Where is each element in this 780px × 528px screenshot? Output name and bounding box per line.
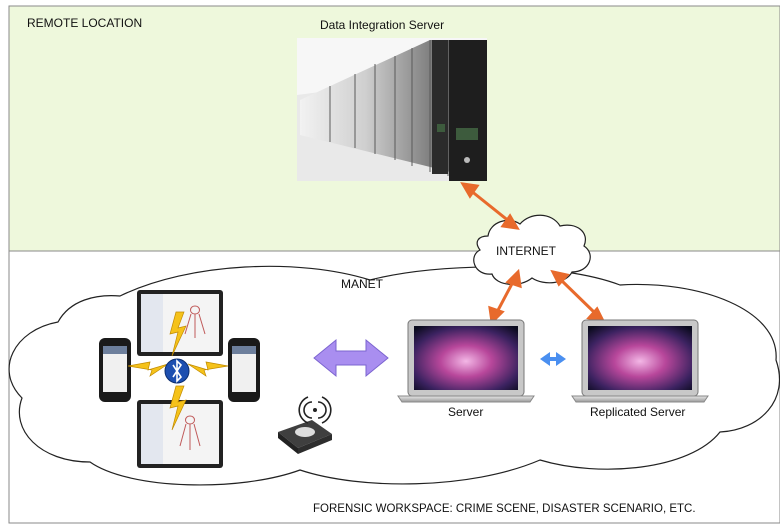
phone-left-icon bbox=[99, 338, 131, 402]
internet-cloud-icon bbox=[473, 214, 591, 285]
replicated-server-label: Replicated Server bbox=[590, 405, 686, 419]
wifi-router-icon bbox=[278, 396, 332, 454]
bluetooth-icon bbox=[164, 358, 190, 384]
manet-label: MANET bbox=[341, 277, 383, 291]
manet-link-arrow bbox=[313, 338, 389, 378]
sync-arrow bbox=[540, 352, 566, 366]
tablet-bottom-icon bbox=[137, 400, 223, 468]
replicated-server-laptop-icon bbox=[571, 319, 709, 403]
lightning-icon bbox=[127, 311, 229, 431]
remote-location-label: REMOTE LOCATION bbox=[27, 16, 143, 30]
data-integration-server-label: Data Integration Server bbox=[320, 18, 445, 32]
server-label: Server bbox=[448, 405, 484, 419]
forensic-workspace-label: FORENSIC WORKSPACE: CRIME SCENE, DISASTE… bbox=[313, 503, 696, 515]
server-rack-icon bbox=[297, 38, 487, 181]
server-laptop-icon bbox=[397, 319, 535, 403]
internet-label: INTERNET bbox=[496, 244, 556, 258]
phone-right-icon bbox=[228, 338, 260, 402]
